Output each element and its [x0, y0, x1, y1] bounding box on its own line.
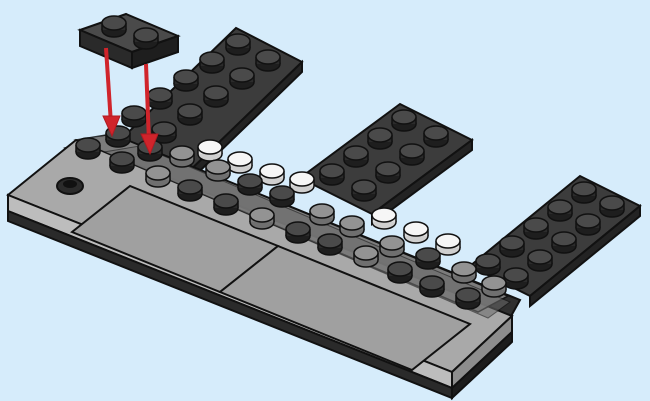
round-jumper-hole — [57, 178, 83, 194]
